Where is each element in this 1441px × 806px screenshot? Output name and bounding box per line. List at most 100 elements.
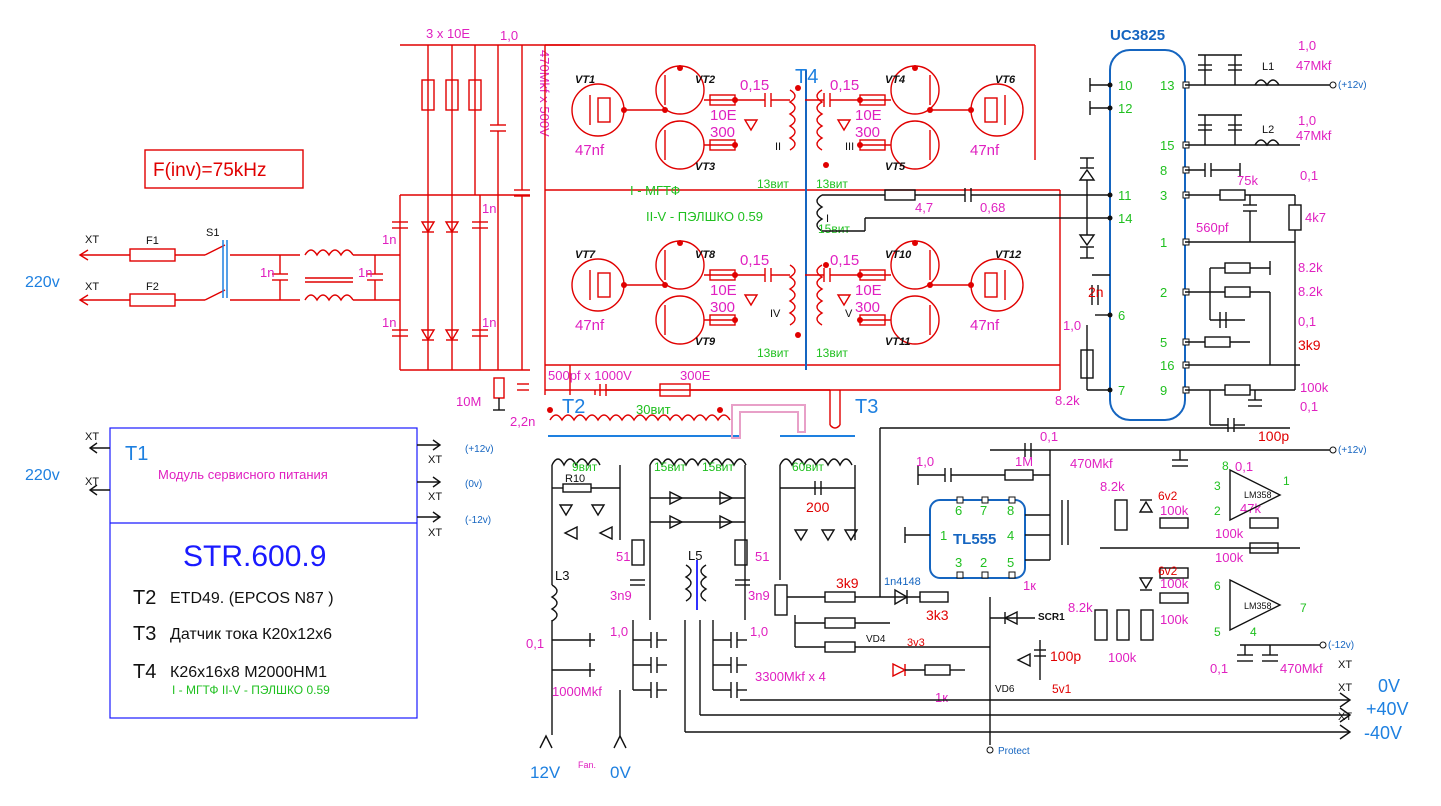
tl555-pin-1: 1 [940,528,947,543]
c38-value: 3n9 [610,588,632,603]
t1-out-xt-3: XT [428,527,442,539]
r31-value: 3k3 [926,607,949,623]
c2-value: 1,0 [500,28,518,43]
uc3825-label: UC3825 [1110,27,1165,44]
uc3825-pin-1: 1 [1160,235,1167,250]
t1-label: T1 [125,443,148,465]
wire-note-1: I - МГТФ [630,183,681,198]
c25-value: 1n [482,315,496,330]
out-m40: -40V [1364,723,1402,743]
op2-pin7: 7 [1300,601,1307,615]
gate-r2-value: 300 [855,124,880,141]
vt-label-1: VT2 [695,74,715,86]
xt-label-2: XT [85,281,99,293]
l3-label: L3 [555,568,569,583]
c40-value: 1000Mkf [552,684,602,699]
spec-t4-wire: I - МГТФ II-V - ПЭЛШКО 0.59 [172,683,330,697]
op1-pin1: 1 [1283,474,1290,488]
vt-label-9: VT10 [885,249,912,261]
op1-pin2: 2 [1214,504,1221,518]
gate-r-value: 10E [855,107,882,124]
fuse-f2-label: F2 [146,281,159,293]
c14-value: 1n [482,201,496,216]
vd-1n4148: 1n4148 [884,576,921,588]
c6-value-b: 47Mkf [1296,58,1332,73]
vt-label-8: VT9 [695,336,716,348]
uc3825-pin-2: 2 [1160,285,1167,300]
turns-ii: 13вит [757,177,789,191]
c15-value: 560pf [1196,220,1229,235]
c48-value: 100p [1050,648,1081,664]
spec-t3-name: T3 [133,623,156,645]
xt-out-1: XT [1338,659,1352,671]
gate-r2-value: 300 [710,299,735,316]
uc3825-pin-8: 8 [1160,163,1167,178]
spec-t2-value: ETD49. (EPCOS N87 ) [170,590,334,607]
gate-c-value: 0,15 [830,77,859,94]
r7-value: 4k7 [1305,210,1326,225]
vt-label-4: VT5 [885,161,906,173]
tl555-pin-6: 6 [955,503,962,518]
l1-label: L1 [1262,61,1274,73]
r6-value: 75k [1237,173,1258,188]
r17-value: 3k9 [1298,337,1321,353]
input-voltage-label: 220v [25,274,60,291]
uc3825-pin-13: 13 [1160,78,1174,93]
gate-c-value: 0,15 [740,252,769,269]
winding-iii: III [845,141,854,153]
r27-value: 100k [1215,550,1244,565]
c16-value: 1n [260,265,274,280]
t1-input: 220v [25,467,60,484]
r25-top-value: 100k [1160,503,1189,518]
v3v3-label: 3v3 [907,637,925,649]
mains-input: XT XT F1 F2 S1 220v 1n 1n [25,227,400,307]
t1-out-m12: (-12v) [465,515,491,526]
l5-label: L5 [688,548,702,563]
c42-value: 1,0 [610,624,628,639]
w9-label: 9вит [572,460,598,474]
op1-c: 0,1 [1235,459,1253,474]
t2-label: T2 [562,396,585,418]
ntc-label: 3 x 10E [426,26,470,41]
out-p40: +40V [1366,699,1409,719]
c39-value: 3n9 [748,588,770,603]
gate-r2-value: 300 [710,124,735,141]
turns-v: 13вит [816,346,848,360]
ctrl-plus12: (+12v) [1338,445,1367,456]
gate-r2-value: 300 [855,299,880,316]
op2-pin6: 6 [1214,579,1221,593]
power-stage-frame [544,44,1061,391]
service-module: T1 Модуль сервисного питания XT XT 220v … [25,427,494,719]
r29-value: 3k9 [836,575,859,591]
spec-t3-value: Датчик тока К20х12х6 [170,626,332,643]
out-fan: Fan. [578,760,596,770]
c50-value: 470Mkf [1280,661,1323,676]
t1-xt-2: XT [85,476,99,488]
c49-value: 0,1 [1210,661,1228,676]
turns-iv: 13вит [757,346,789,360]
vt-label-6: VT7 [575,249,596,261]
snubber-res: 300E [680,368,711,383]
gate-c-value: 0,15 [740,77,769,94]
r21-value: 1M [1015,454,1033,469]
vd6-label: VD6 [995,684,1015,695]
uc3825-pin-14: 14 [1118,211,1132,226]
c12-value-b: 47Mkf [1296,128,1332,143]
vd4-label: VD4 [866,634,886,645]
fuse-f1-label: F1 [146,235,159,247]
spec-t2-name: T2 [133,587,156,609]
r33b-value: 8.2k [1068,600,1093,615]
r12-value: 8.2k [1298,260,1323,275]
c29-value: 100p [1258,428,1289,444]
winding-iv: IV [770,308,781,320]
uc3825-pin-3: 3 [1160,188,1167,203]
scr1-label: SCR1 [1038,612,1065,623]
r5-value: 4,7 [915,200,933,215]
spec-t4-value: К26х16х8 M2000HM1 [170,664,327,681]
op1-pin8: 8 [1222,459,1229,473]
c24-value: 1n [382,315,396,330]
gate-r-value: 10E [710,282,737,299]
c6-value-a: 1,0 [1298,38,1316,53]
r39-value: 1к [935,690,948,705]
c32-value: 1,0 [916,454,934,469]
